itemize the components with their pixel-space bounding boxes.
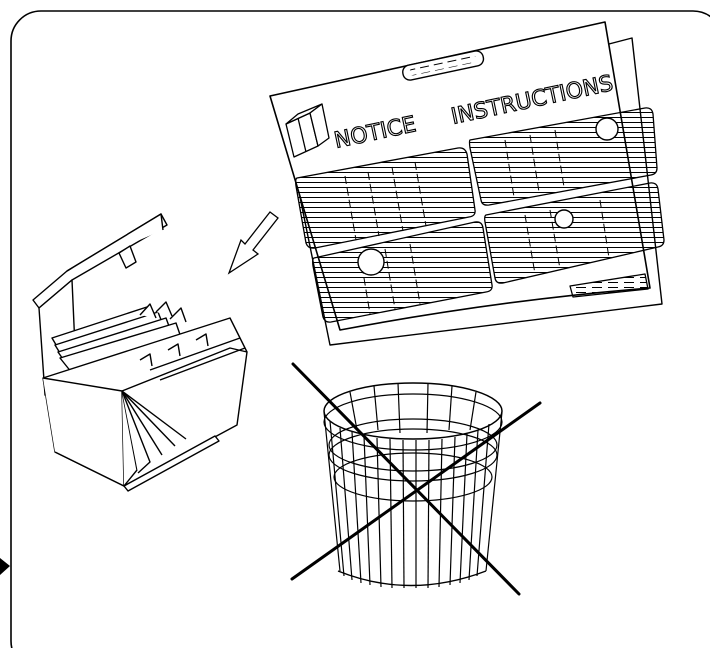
wastebasket-icon (323, 382, 503, 589)
edge-pointer-icon (0, 558, 10, 575)
prohibited-cross-icon (290, 362, 542, 596)
file-box-icon (32, 213, 248, 492)
frame-border (10, 10, 710, 648)
document-icon (269, 21, 665, 346)
text-panel (295, 107, 665, 323)
arrow-icon (227, 211, 279, 275)
box-icon (285, 103, 330, 158)
